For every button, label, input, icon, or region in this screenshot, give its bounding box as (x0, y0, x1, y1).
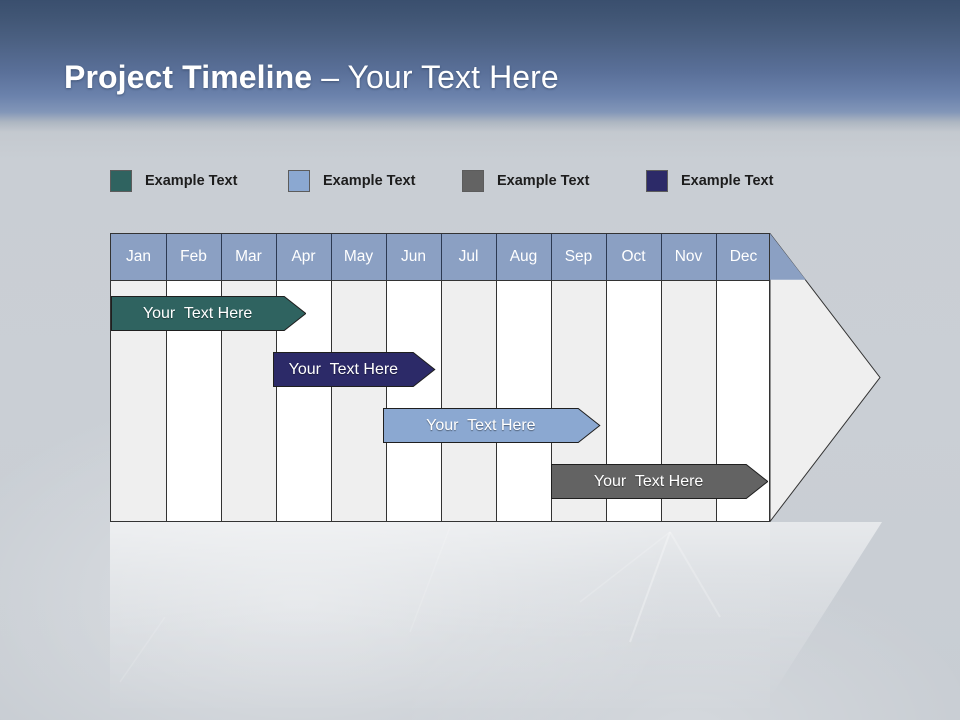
header-divider (386, 234, 387, 280)
legend-swatch-icon (462, 170, 484, 192)
header-divider (606, 234, 607, 280)
header-divider (551, 234, 552, 280)
legend-item-label: Example Text (681, 173, 774, 189)
task-bar-shape (551, 464, 769, 499)
column-divider (496, 234, 497, 521)
month-column-mar (221, 234, 276, 521)
legend: Example Text Example Text Example Text Exam… (110, 168, 850, 196)
month-header-jan[interactable]: Jan (111, 234, 166, 280)
chart-reflection-arrow (770, 522, 882, 698)
task-bar-4[interactable]: Your Text Here (551, 464, 769, 499)
column-divider (441, 234, 442, 521)
reflection-streaks (119, 526, 721, 683)
month-header-jul[interactable]: Jul (441, 234, 496, 280)
column-divider (166, 234, 167, 521)
month-header-may[interactable]: May (331, 234, 386, 280)
column-divider (551, 234, 552, 521)
month-header-apr[interactable]: Apr (276, 234, 331, 280)
month-header-aug[interactable]: Aug (496, 234, 551, 280)
task-bar-shape (111, 296, 307, 331)
column-divider (606, 234, 607, 521)
month-column-jan (111, 234, 166, 521)
timeline-arrow-head (769, 233, 881, 522)
legend-item-4[interactable]: Example Text (646, 168, 773, 194)
month-header-dec[interactable]: Dec (716, 234, 769, 280)
legend-swatch-icon (288, 170, 310, 192)
legend-swatch-icon (646, 170, 668, 192)
header-divider (661, 234, 662, 280)
legend-item-label: Example Text (145, 173, 238, 189)
month-header-mar[interactable]: Mar (221, 234, 276, 280)
page-title-strong: Project Timeline (64, 59, 313, 95)
legend-item-label: Example Text (497, 173, 590, 189)
header-underline (111, 280, 769, 281)
month-header-sep[interactable]: Sep (551, 234, 606, 280)
month-header-jun[interactable]: Jun (386, 234, 441, 280)
month-column-aug (496, 234, 551, 521)
task-bar-2[interactable]: Your Text Here (273, 352, 436, 387)
chart-reflection (110, 522, 770, 708)
header-divider (221, 234, 222, 280)
header-divider (166, 234, 167, 280)
legend-item-label: Example Text (323, 173, 416, 189)
task-bar-3[interactable]: Your Text Here (383, 408, 601, 443)
month-column-jul (441, 234, 496, 521)
page-title-light: – Your Text Here (312, 59, 559, 95)
month-header-feb[interactable]: Feb (166, 234, 221, 280)
month-column-feb (166, 234, 221, 521)
legend-swatch-icon (110, 170, 132, 192)
header-divider (331, 234, 332, 280)
month-header-oct[interactable]: Oct (606, 234, 661, 280)
header-divider (441, 234, 442, 280)
legend-item-1[interactable]: Example Text (110, 168, 237, 194)
page-title: Project Timeline – Your Text Here (64, 59, 559, 96)
task-bar-1[interactable]: Your Text Here (111, 296, 307, 331)
header-divider (276, 234, 277, 280)
column-divider (716, 234, 717, 521)
task-bar-shape (383, 408, 601, 443)
legend-item-3[interactable]: Example Text (462, 168, 589, 194)
header-divider (496, 234, 497, 280)
column-divider (221, 234, 222, 521)
task-bar-shape (273, 352, 436, 387)
header-divider (716, 234, 717, 280)
column-divider (661, 234, 662, 521)
legend-item-2[interactable]: Example Text (288, 168, 415, 194)
month-header-nov[interactable]: Nov (661, 234, 716, 280)
